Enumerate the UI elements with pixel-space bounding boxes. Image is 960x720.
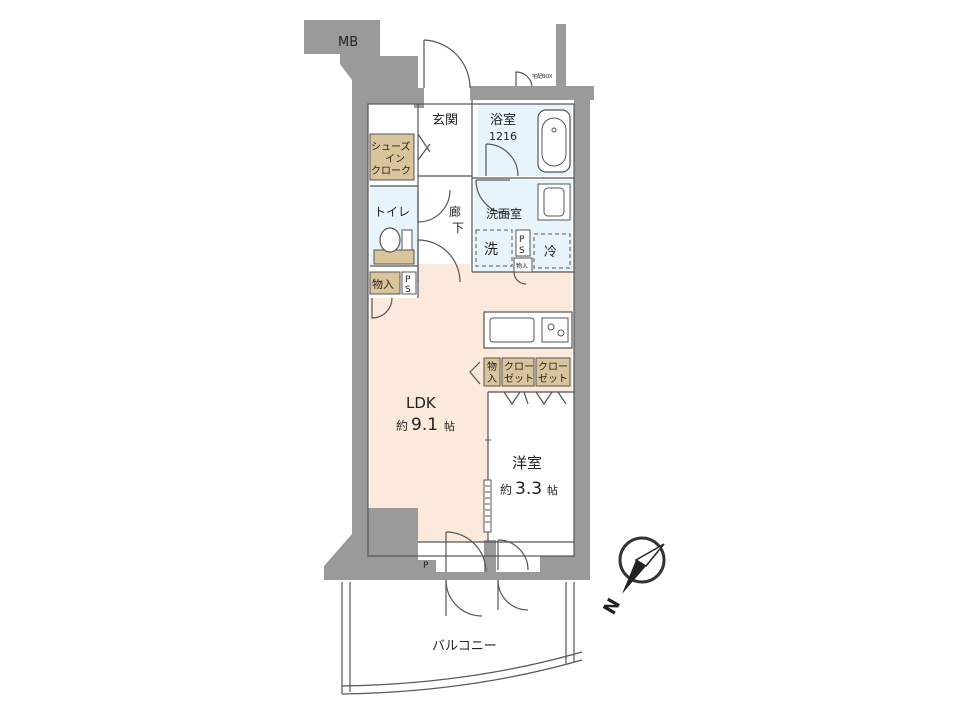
entrance-label: 玄関 xyxy=(432,113,458,128)
refrigerator-space xyxy=(533,233,571,269)
closet-a-label-1: クロー xyxy=(504,361,534,373)
ps-wash-label-2: S xyxy=(519,246,525,256)
shoe-closet-label-3: クローク xyxy=(371,165,411,177)
compass xyxy=(618,536,666,594)
storage-kitchen-label-2: 入 xyxy=(487,374,497,385)
corridor-label-1: 廊 xyxy=(449,204,461,219)
top-right-wall xyxy=(556,24,594,100)
entrance-door xyxy=(423,39,471,89)
balcony-doors xyxy=(445,531,529,617)
kitchen-counter xyxy=(483,311,573,349)
shoe-closet-label-2: イン xyxy=(385,154,405,165)
western-room-floor xyxy=(488,392,572,542)
small-storage-door xyxy=(513,271,527,285)
washer-space xyxy=(475,229,513,267)
ldk-size-prefix: 約 xyxy=(396,418,408,433)
western-size-unit: 帖 xyxy=(547,484,558,497)
bottom-left-wall xyxy=(324,508,436,580)
top-wall-entrance xyxy=(414,88,424,108)
closet-a xyxy=(501,357,535,387)
small-storage xyxy=(513,257,533,273)
closet-a-label-2: ゼット xyxy=(504,373,534,385)
ps-box-wash xyxy=(515,229,531,257)
toilet-fixture xyxy=(373,227,415,265)
sliding-door xyxy=(483,439,492,533)
mb-label: MB xyxy=(338,35,358,50)
ps-box-ldk xyxy=(401,271,417,295)
closet-doors xyxy=(503,391,567,406)
bath-size-label: 1216 xyxy=(489,130,517,143)
storage-ldk-label: 物入 xyxy=(372,277,394,291)
refrigerator-label: 冷 xyxy=(544,245,557,260)
shoe-closet-label-1: シューズ xyxy=(371,140,411,153)
storage-kitchen xyxy=(483,357,501,387)
storage-ldk-door xyxy=(371,297,393,319)
right-wall xyxy=(574,96,590,556)
bottom-wall-edge xyxy=(436,572,546,580)
washroom-door xyxy=(475,179,511,215)
ldk-size-unit: 帖 xyxy=(444,420,455,433)
bathtub xyxy=(537,109,571,173)
western-size-prefix: 約 xyxy=(500,482,512,497)
closet-b xyxy=(535,357,571,387)
ps-wash-label-1: P xyxy=(519,235,525,245)
toilet-label: トイレ xyxy=(374,205,410,219)
small-storage-label: 物入 xyxy=(516,262,528,270)
western-size-number: 3.3 xyxy=(515,479,542,499)
western-room-label: 洋室 xyxy=(512,454,542,472)
shoe-closet xyxy=(369,133,415,181)
bath-door xyxy=(485,143,519,177)
ldk-size-number: 9.1 xyxy=(411,415,438,435)
pipe-label: P xyxy=(423,561,429,571)
washbasin xyxy=(537,183,571,221)
corridor-label-2: 下 xyxy=(452,221,464,235)
ps-ldk-label-2: S xyxy=(405,285,411,295)
ldk-label: LDK xyxy=(406,394,437,412)
shoe-closet-door xyxy=(417,133,431,161)
corridor-door xyxy=(417,239,461,283)
delivery-box: 宅配BOX xyxy=(515,71,553,87)
toilet-door xyxy=(417,189,451,223)
delivery-box-label: 宅配BOX xyxy=(532,73,553,80)
washer-label: 洗 xyxy=(484,242,498,258)
balcony-label: バルコニー xyxy=(432,639,497,654)
bottom-wall-right xyxy=(540,556,590,580)
storage-kitchen-label-1: 物 xyxy=(487,360,497,373)
balcony xyxy=(341,582,583,695)
closet-b-label-1: クロー xyxy=(538,361,568,373)
top-left-wall xyxy=(304,20,418,130)
left-wall xyxy=(352,124,368,510)
washroom-label: 洗面室 xyxy=(486,206,522,221)
storage-kitchen-door xyxy=(469,361,481,385)
ps-ldk-label-1: P xyxy=(405,275,411,285)
bottom-wall-mid xyxy=(484,540,496,580)
bath-label: 浴室 xyxy=(490,112,516,128)
north-label: N xyxy=(599,595,625,619)
closet-b-label-2: ゼット xyxy=(538,373,568,385)
storage-ldk xyxy=(369,271,401,295)
